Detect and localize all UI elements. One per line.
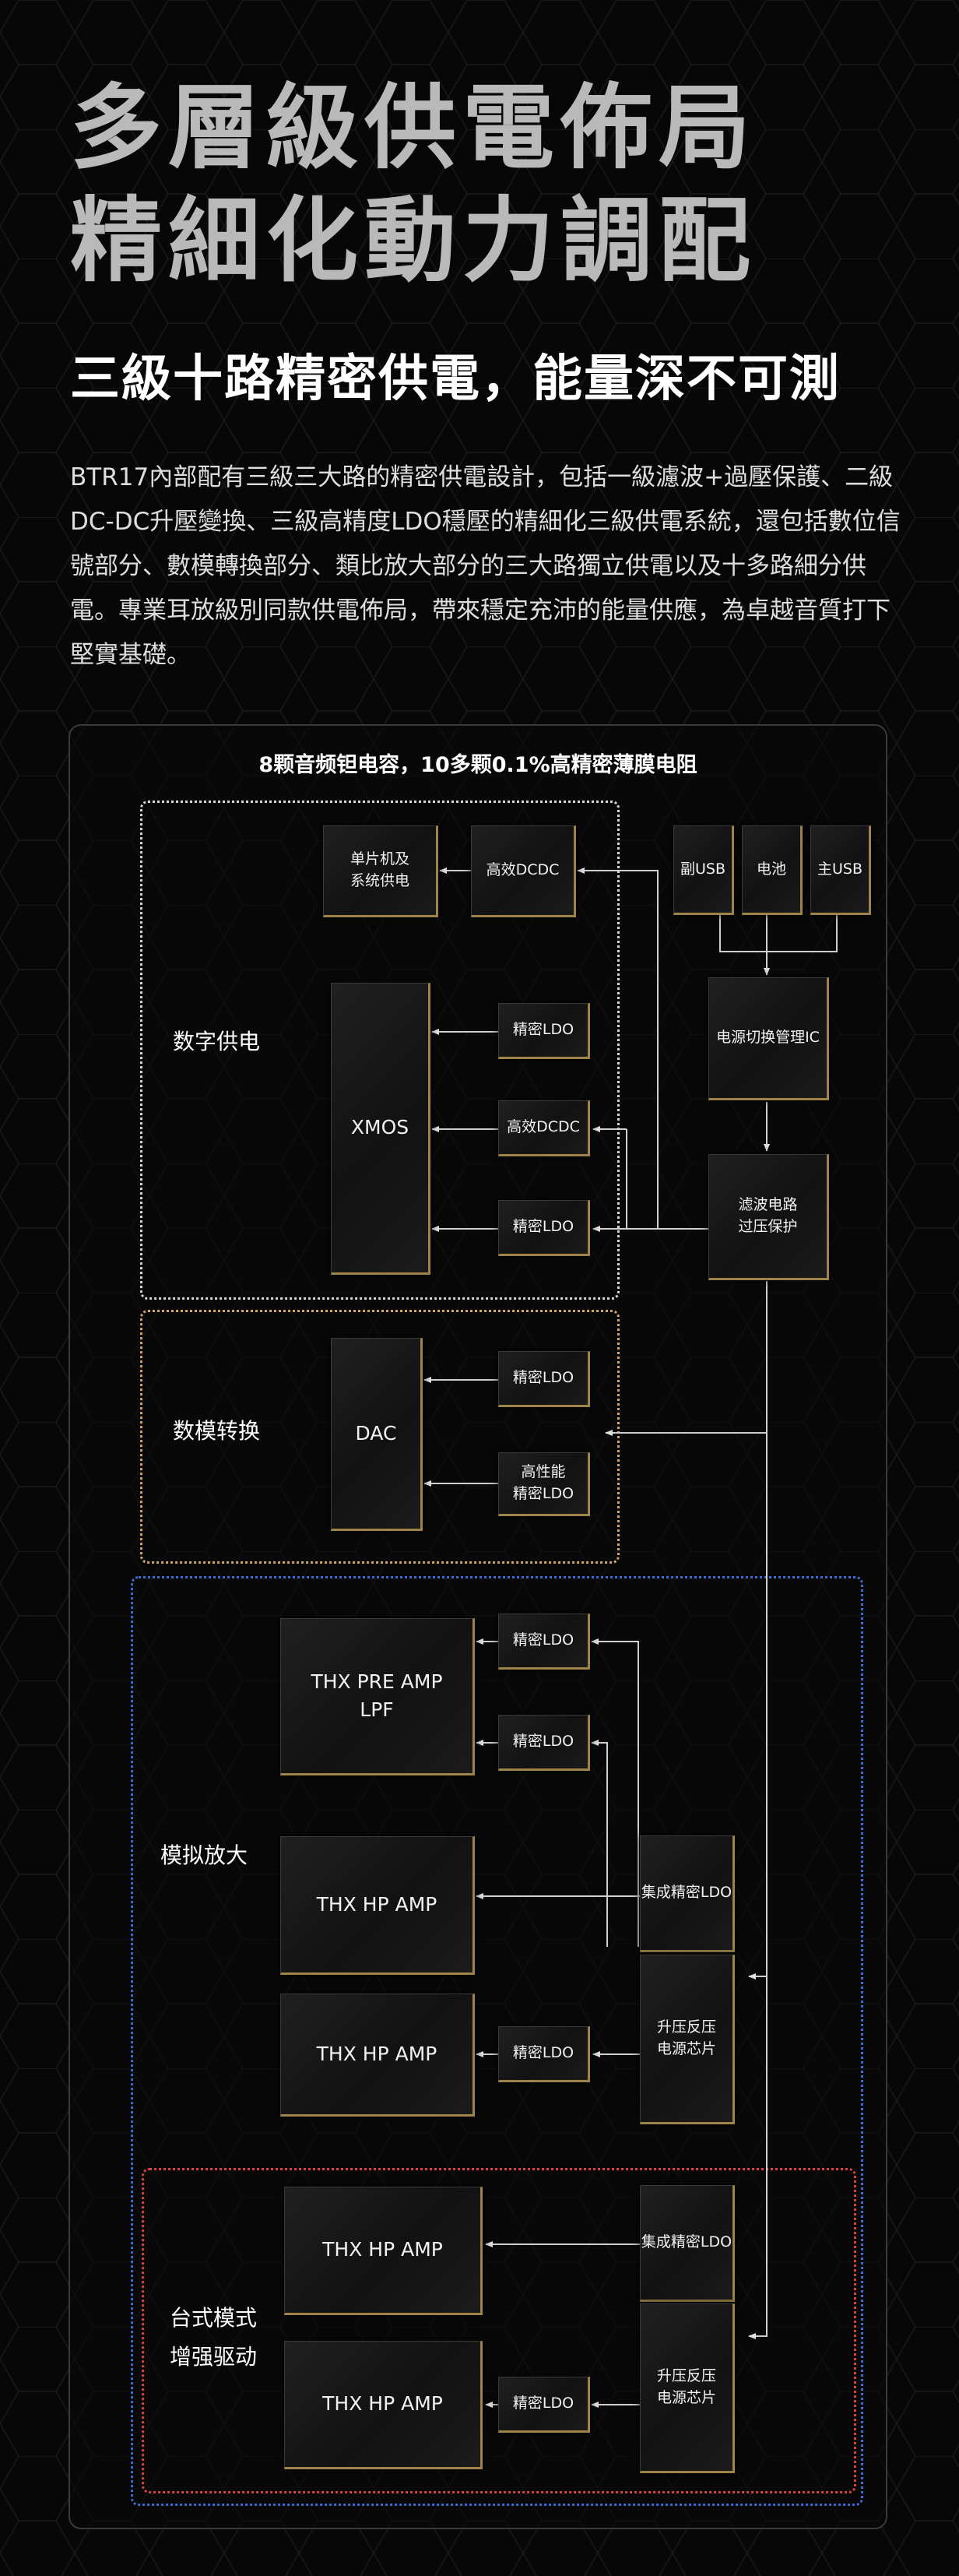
subheading: 三級十路精密供電，能量深不可測 bbox=[70, 350, 841, 408]
block-main-usb: 主USB bbox=[810, 825, 871, 915]
block-dcdc-top: 高效DCDC bbox=[471, 825, 576, 917]
headline-line-1: 多層級供電佈局 bbox=[70, 74, 757, 181]
diagram-caption: 8颗音频钽电容，10多颗0.1%高精密薄膜电阻 bbox=[258, 753, 697, 777]
group-label-desktop: 台式模式 增强驱动 bbox=[170, 2305, 258, 2370]
block-dcdc-xmos: 高效DCDC bbox=[498, 1100, 590, 1156]
block-thx-hp-amp-2: THX HP AMP bbox=[280, 1994, 475, 2117]
block-boost-buck-2: 升压反压 电源芯片 bbox=[640, 2303, 735, 2473]
block-thx-hp-amp-1: THX HP AMP bbox=[280, 1836, 475, 1975]
block-aux-usb: 副USB bbox=[673, 825, 734, 915]
block-boost-buck-1: 升压反压 电源芯片 bbox=[640, 1955, 735, 2124]
block-integrated-ldo-2: 集成精密LDO bbox=[640, 2185, 735, 2302]
block-power-switch-ic: 电源切换管理IC bbox=[708, 977, 829, 1100]
block-thx-pre-amp: THX PRE AMP LPF bbox=[280, 1618, 475, 1775]
block-thx-hp-amp-3: THX HP AMP bbox=[284, 2187, 483, 2315]
block-mcu-system-power: 单片机及 系统供电 bbox=[323, 825, 438, 917]
block-thx-hp-amp-4: THX HP AMP bbox=[284, 2341, 483, 2469]
block-dac: DAC bbox=[331, 1338, 423, 1531]
block-ldo-pre-2: 精密LDO bbox=[498, 1715, 590, 1771]
block-ldo-xmos-2: 精密LDO bbox=[498, 1200, 590, 1256]
headline-line-2: 精細化動力調配 bbox=[70, 187, 757, 294]
group-dac bbox=[140, 1310, 620, 1564]
block-ldo-hp-2: 精密LDO bbox=[498, 2026, 590, 2082]
group-desktop-mode bbox=[142, 2168, 856, 2493]
block-ldo-dac-2: 高性能 精密LDO bbox=[498, 1452, 590, 1516]
block-ldo-hp-4: 精密LDO bbox=[498, 2377, 590, 2433]
group-label-dac: 数模转换 bbox=[173, 1418, 261, 1444]
block-xmos: XMOS bbox=[331, 983, 430, 1275]
group-label-analog: 模拟放大 bbox=[160, 1842, 248, 1868]
group-analog-amp bbox=[131, 1576, 863, 2506]
block-battery: 电池 bbox=[742, 825, 803, 915]
block-integrated-ldo-1: 集成精密LDO bbox=[640, 1835, 735, 1952]
block-filter-overvoltage: 滤波电路 过压保护 bbox=[708, 1154, 829, 1280]
group-label-digital: 数字供电 bbox=[173, 1029, 261, 1054]
description-paragraph: BTR17內部配有三級三大路的精密供電設計，包括一級濾波+過壓保護、二級DC-D… bbox=[70, 463, 901, 669]
block-ldo-pre-1: 精密LDO bbox=[498, 1614, 590, 1670]
block-ldo-dac-1: 精密LDO bbox=[498, 1351, 590, 1407]
block-ldo-xmos-1: 精密LDO bbox=[498, 1003, 590, 1059]
